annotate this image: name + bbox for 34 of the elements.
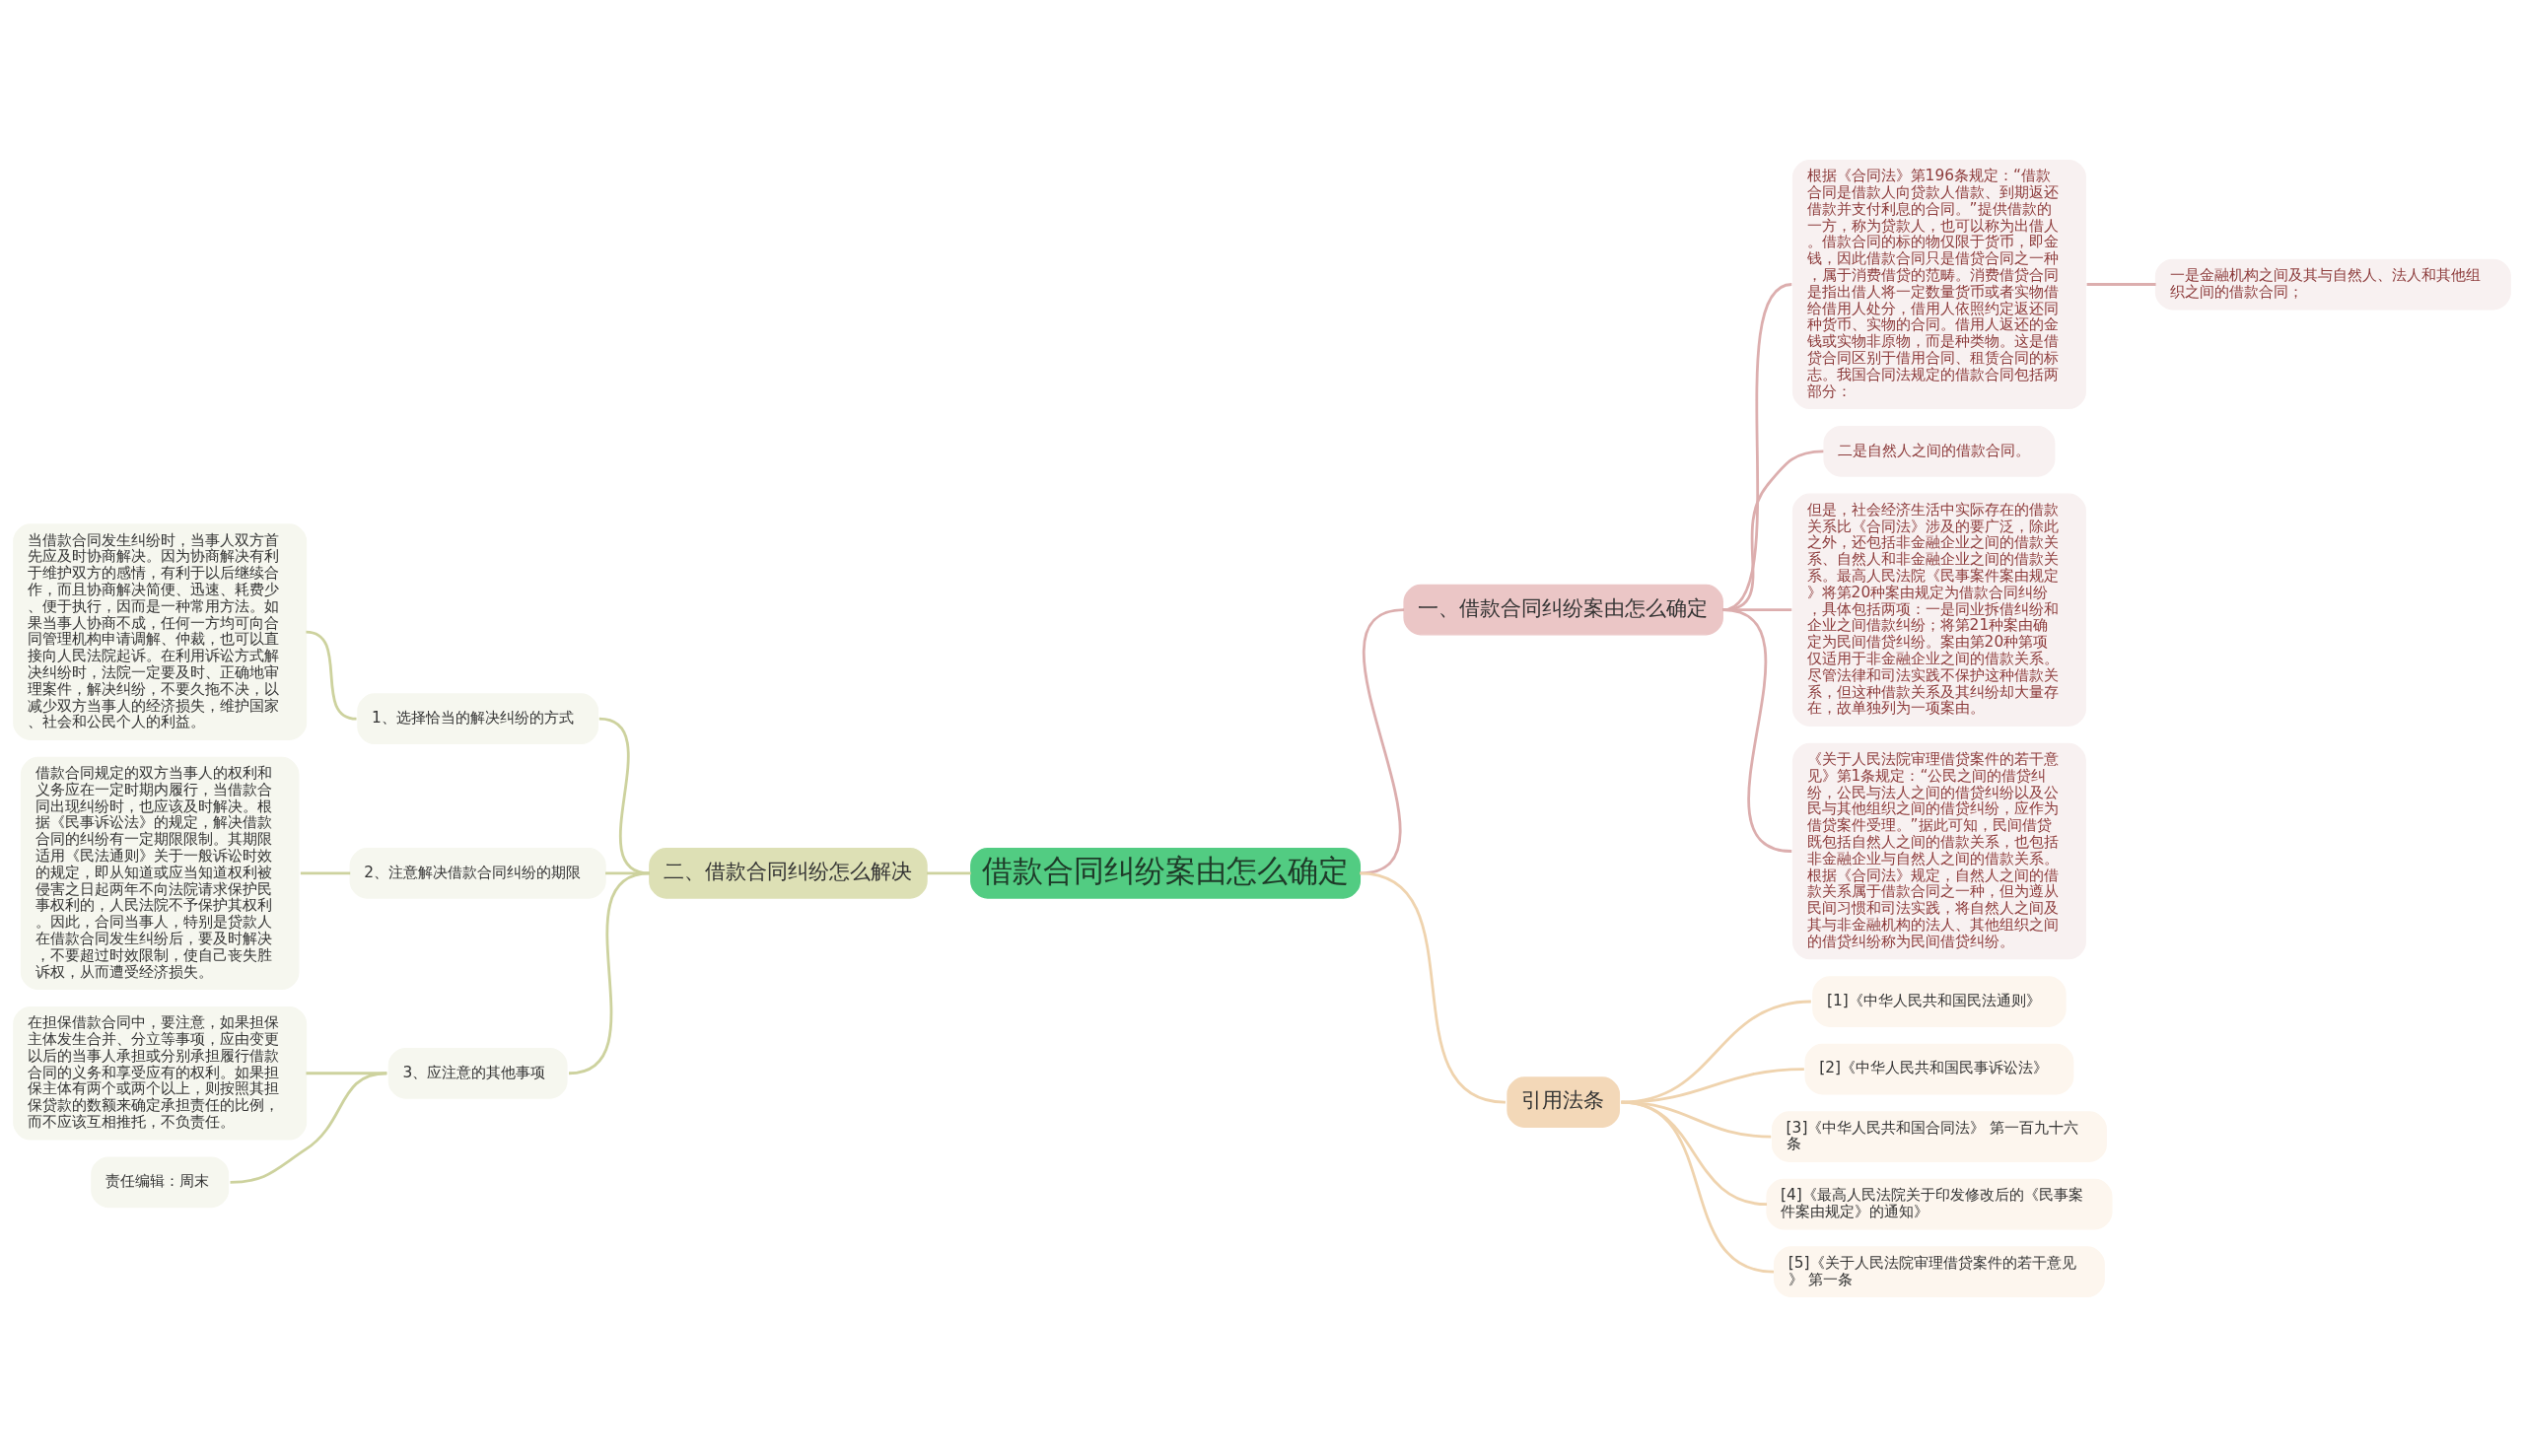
connector [306, 630, 357, 721]
node-box: 在担保借款合同中，要注意，如果担保主体发生合并、分立等事项，应由变更以后的当事人承担或分别承担履行借款合同的义务和享受应有的权利。如果担保主体有两个或两个以上，则按照其担保贷款的数额来确定承担责任的比例，而不应该互相推托，不负责任。 [13, 1005, 308, 1141]
node-box: 责任编辑：周末 [91, 1155, 230, 1208]
node-box: 但是，社会经济生活中实际存在的借款关系比《合同法》涉及的要广泛，除此之外，还包括非金融企业之间的借款关系、自然人和非金融企业之间的借款关系。最高人民法院《民事案件案由规定》将第20种案由规定为借款合同纠纷，具体包括两项：一是同业拆借纠纷和企业之间借款纠纷；将第21种案由确定为民间借贷纠纷。案由第20种第项仅适用于非金融企业之间的借款关系。尽管法律和司法实践不保护这种借款关系，但这种借款关系及其纠纷却大量存在，故单独列为一项案由。 [1791, 492, 2086, 727]
node-box: [1]《中华人民共和国民法通则》 [1812, 975, 2067, 1027]
node-box: 3、应注意的其他事项 [387, 1047, 568, 1099]
connector [605, 871, 650, 874]
node-box: 借款合同规定的双方当事人的权利和义务应在一定时期内履行，当借款合同出现纠纷时，也应该及时解决。根据《民事诉讼法》的规定，解决借款合同的纠纷有一定期限限制。其期限适用《民法通则》关于一般诉讼时效的规定，即从知道或应当知道权利被侵害之日起两年不向法院请求保护民事权利的，人民法院不予保护其权利。因此，合同当事人，特别是贷款人在借款合同发生纠纷后，要及时解决，不要超过时效限制，使自己丧失胜诉权，从而遭受经济损失。 [20, 756, 300, 990]
connector [568, 871, 651, 1075]
connector [1722, 607, 1792, 853]
connector [230, 1071, 387, 1184]
node-box: 一是金融机构之间及其与自然人、法人和其他组织之间的借款合同； [2154, 258, 2511, 310]
node-box: 根据《合同法》第196条规定：“借款合同是借款人向贷款人借款、到期返还借款并支付利息的合同。”提供借款的一方，称为贷款人，也可以称为出借人。借款合同的标的物仅限于货币，即金钱，因此借款合同只是借贷合同之一种，属于消费借贷的范畴。消费借贷合同是指出借人将一定数量货币或者实物借给借用人处分，借用人依照约定返还同种货币、实物的合同。借用人返还的金钱或实物非原物，而是种类物。这是借贷合同区别于借用合同、租赁合同的标志。我国合同法规定的借款合同包括两部分： [1791, 159, 2086, 409]
node-box: [4]《最高人民法院关于印发修改后的《民事案件案由规定》的通知》 [1766, 1178, 2113, 1230]
node-box: 2、注意解决借款合同纠纷的期限 [349, 847, 606, 899]
connector [2086, 282, 2156, 286]
node-box: 借款合同纠纷案由怎么确定 [970, 847, 1362, 899]
node-box: 《关于人民法院审理借贷案件的若干意见》第1条规定：“公民之间的借贷纠纷，公民与法人之间的借贷纠纷以及公民与其他组织之间的借贷纠纷，应作为借贷案件受理。”据此可知，民间借贷既包括自然人之间的借款关系，也包括非金融企业与自然人之间的借款关系。根据《合同法》规定，自然人之间的借款关系属于借款合同之一种，但为遵从民间习惯和司法实践，将自然人之间及其与非金融机构的法人、其他组织之间的借贷纠纷称为民间借贷纠纷。 [1791, 742, 2086, 959]
connector [1621, 1100, 1775, 1274]
node-box: [5]《关于人民法院审理借贷案件的若干意见》 第一条 [1774, 1245, 2105, 1297]
node-box: 二是自然人之间的借款合同。 [1823, 425, 2056, 477]
connector [1360, 607, 1405, 874]
node-box: [2]《中华人民共和国民事诉讼法》 [1804, 1043, 2074, 1094]
node-box: 一、借款合同纠纷案由怎么确定 [1403, 584, 1723, 636]
connector [927, 871, 971, 874]
connector [1360, 871, 1507, 1103]
node-box: 1、选择恰当的解决纠纷的方式 [357, 692, 599, 744]
node-box: 引用法条 [1507, 1075, 1621, 1128]
connector [306, 1071, 387, 1075]
connector [598, 717, 651, 874]
connector [300, 871, 351, 874]
node-box: [3]《中华人民共和国合同法》 第一百九十六条 [1771, 1110, 2107, 1162]
node-box: 当借款合同发生纠纷时，当事人双方首先应及时协商解决。因为协商解决有利于维护双方的感情，有利于以后继续合作，而且协商解决简便、迅速、耗费少、便于执行，因而是一种常用方法。如果当事人协商不成，任何一方均可向合同管理机构申请调解、仲裁，也可以直接向人民法院起诉。在利用诉讼方式解决纠纷时，法院一定要及时、正确地审理案件，解决纠纷，不要久拖不决，以减少双方当事人的经济损失，维护国家、社会和公民个人的利益。 [13, 522, 308, 740]
node-box: 二、借款合同纠纷怎么解决 [649, 847, 928, 899]
